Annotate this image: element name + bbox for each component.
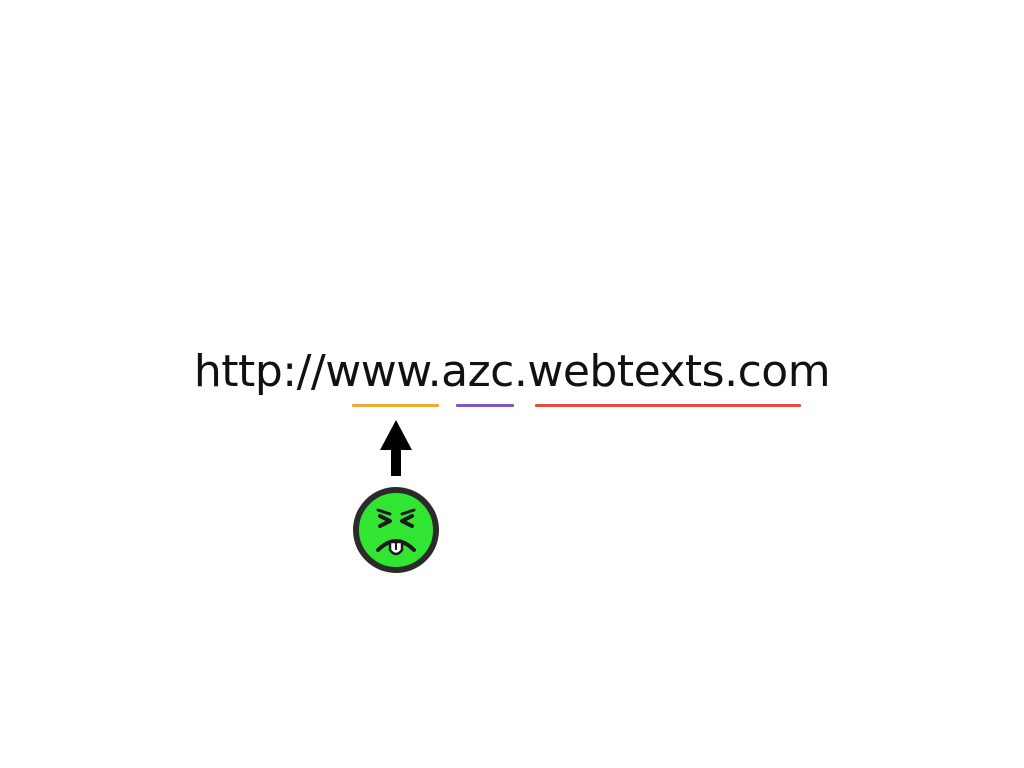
arrow-shaft (391, 448, 401, 476)
disgusted-face-icon (353, 487, 439, 573)
up-arrow-icon (380, 420, 412, 476)
url-text: http://www.azc.webtexts.com (193, 346, 831, 397)
domain-underline (535, 404, 801, 407)
azc-underline (456, 404, 514, 407)
arrow-head (380, 420, 412, 450)
www-underline (352, 404, 439, 407)
